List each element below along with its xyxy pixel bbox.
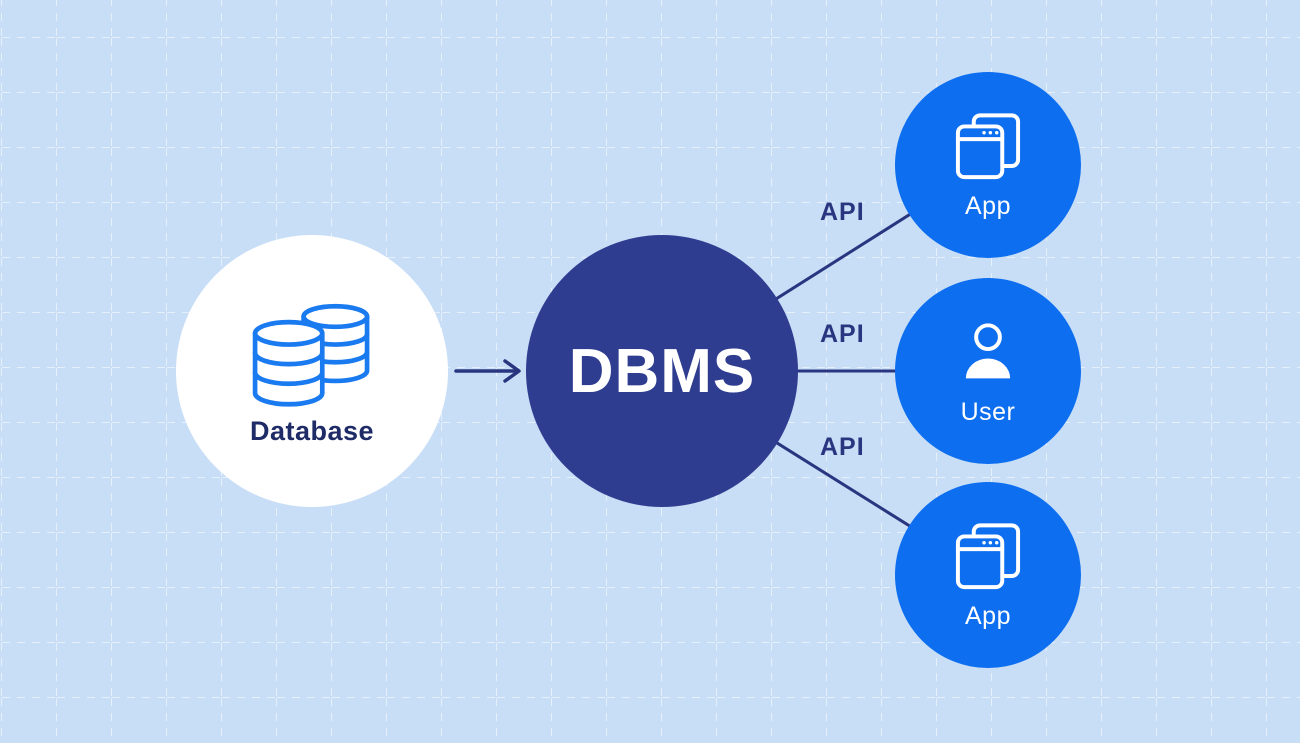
arrow-right-icon xyxy=(454,359,521,383)
app-window-icon xyxy=(955,113,1021,180)
database-label: Database xyxy=(249,415,375,446)
dbms-node: DBMS xyxy=(526,235,798,507)
dbms-label: DBMS xyxy=(568,336,756,406)
app-label-bottom: App xyxy=(965,602,1011,630)
database-node: Database xyxy=(176,235,448,507)
app-label-top: App xyxy=(965,192,1011,220)
app-window-icon xyxy=(955,523,1021,590)
user-node: User xyxy=(895,278,1081,464)
api-label-middle: API xyxy=(820,320,865,348)
app-node-bottom: App xyxy=(895,482,1081,668)
user-icon xyxy=(965,323,1011,379)
user-label: User xyxy=(960,398,1016,426)
api-label-bottom: API xyxy=(820,433,865,461)
app-node-top: App xyxy=(895,72,1081,258)
api-label-top: API xyxy=(820,198,865,226)
database-stack-icon xyxy=(252,303,370,407)
